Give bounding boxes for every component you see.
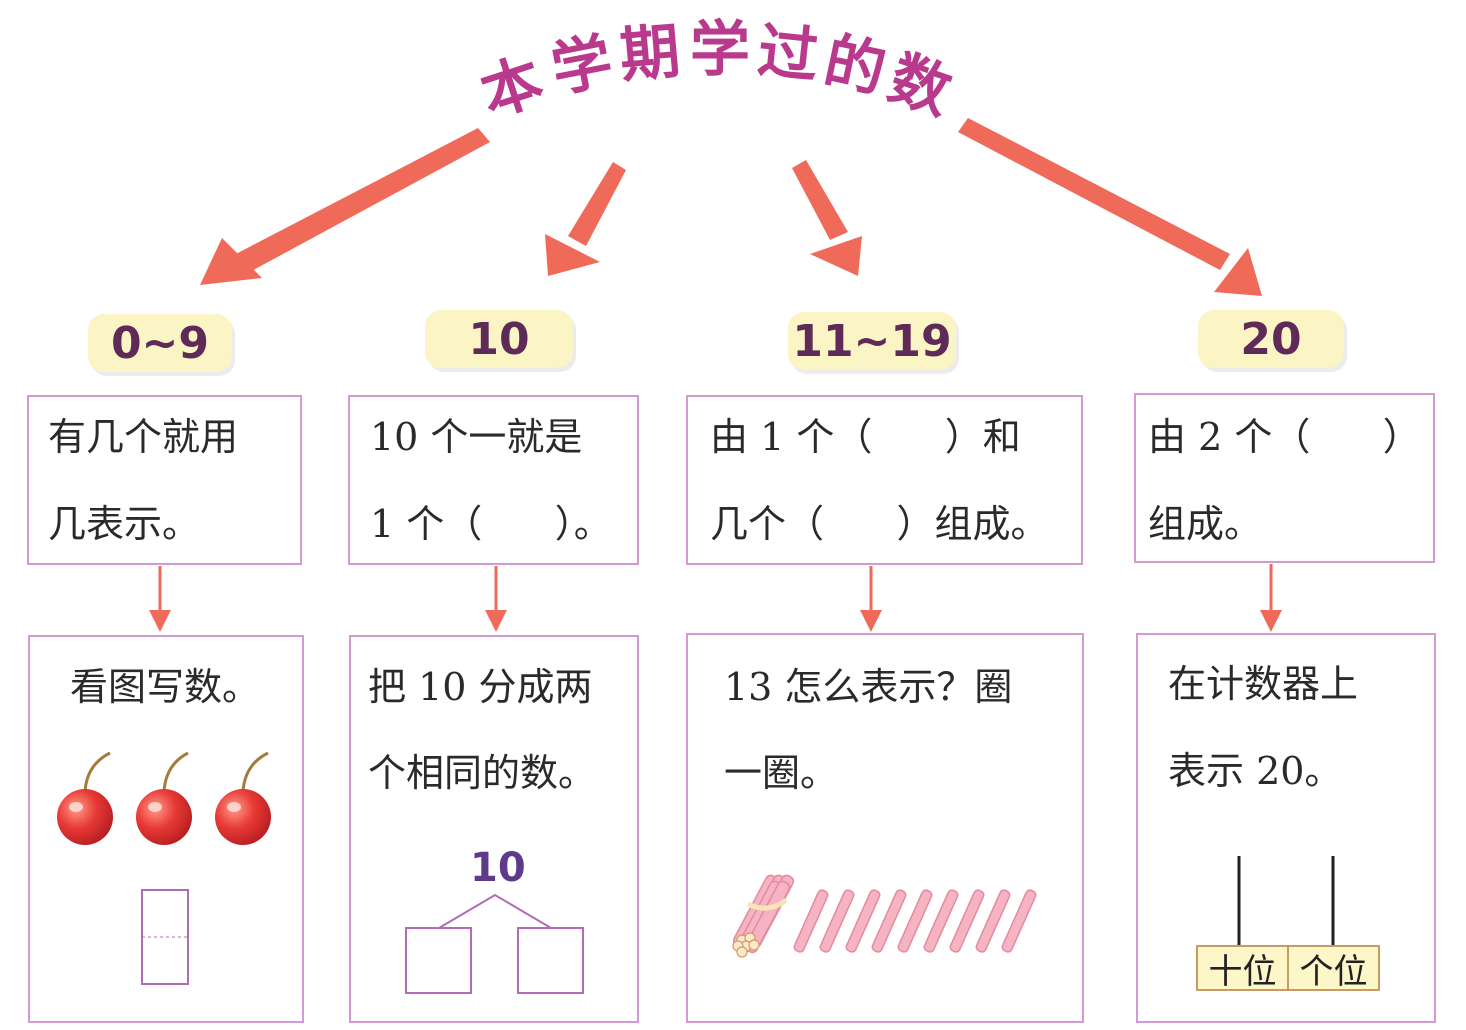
arrow-head-0-9 — [200, 238, 262, 285]
task-text-11-19-line2: 一圈。 — [724, 751, 839, 795]
ones-place-label: 个位 — [1287, 947, 1378, 992]
split-top-number: 10 — [470, 845, 526, 891]
rule-text-20-line1: 由 2 个（ ） — [1148, 415, 1421, 459]
task-box-11-19 — [686, 633, 1084, 1023]
rule-text-20-line2: 组成。 — [1148, 502, 1263, 546]
tens-place-label: 十位 — [1208, 951, 1277, 992]
rule-text-10-line2: 1 个（ ）。 — [370, 502, 612, 546]
stick-icon — [897, 889, 933, 953]
arrow-head-10 — [545, 234, 600, 276]
pill-11-19: 11~19 — [788, 312, 956, 370]
arrow-to-11-19 — [792, 160, 848, 240]
rule-box-20 — [1134, 393, 1435, 563]
arrow-to-20 — [958, 118, 1230, 270]
stick-bundle-icon — [732, 874, 795, 958]
cherry-icon — [57, 751, 113, 845]
task-box-10 — [349, 635, 639, 1023]
task-text-10-line2: 个相同的数。 — [368, 751, 597, 795]
abacus-rods — [1237, 856, 1335, 947]
stick-icon — [1001, 889, 1037, 953]
split-right-box — [517, 927, 584, 994]
rule-text-11-19-line2: 几个（ ）组成。 — [710, 502, 1049, 546]
stick-icon — [871, 889, 907, 953]
stick-icon — [819, 889, 855, 953]
rule-text-0-9-line2: 几表示。 — [48, 502, 201, 546]
stick-icon — [923, 889, 959, 953]
stick-icon — [845, 889, 881, 953]
task-text-20-line2: 表示 20。 — [1168, 749, 1343, 793]
title-char: 学 — [690, 15, 750, 85]
cherry-icon — [136, 751, 192, 845]
rule-box-0-9 — [27, 395, 302, 565]
cherry-illustration — [57, 751, 271, 985]
answer-blank — [141, 889, 189, 985]
connector-arrows — [149, 564, 1282, 632]
rule-box-10 — [348, 395, 639, 565]
abacus-base: 十位 个位 — [1196, 945, 1380, 992]
stick-icon — [793, 889, 829, 953]
task-text-20-line1: 在计数器上 — [1168, 662, 1359, 706]
stick-icon — [949, 889, 985, 953]
cherry-icon — [215, 751, 271, 845]
stick-illustration — [732, 874, 1037, 958]
split-diagram — [405, 893, 584, 994]
task-text-11-19-line1: 13 怎么表示？圈 — [724, 665, 1013, 709]
arrow-head-11-19 — [810, 236, 862, 276]
title-arrows — [200, 118, 1262, 296]
stick-icon — [975, 889, 1011, 953]
arrow-to-0-9 — [232, 128, 490, 274]
rule-text-11-19-line1: 由 1 个（ ）和 — [710, 415, 1021, 459]
arrow-to-10 — [568, 162, 626, 246]
task-text-0-9: 看图写数。 — [70, 665, 261, 709]
pill-10: 10 — [425, 310, 573, 368]
task-text-10-line1: 把 10 分成两 — [368, 665, 593, 709]
rule-text-0-9-line1: 有几个就用 — [48, 415, 239, 459]
split-left-box — [405, 927, 472, 994]
arrow-head-20 — [1214, 248, 1262, 296]
rule-box-11-19 — [686, 395, 1083, 565]
pill-0-9: 0~9 — [88, 314, 232, 372]
pill-20: 20 — [1198, 310, 1344, 368]
rule-text-10-line1: 10 个一就是 — [370, 415, 583, 459]
